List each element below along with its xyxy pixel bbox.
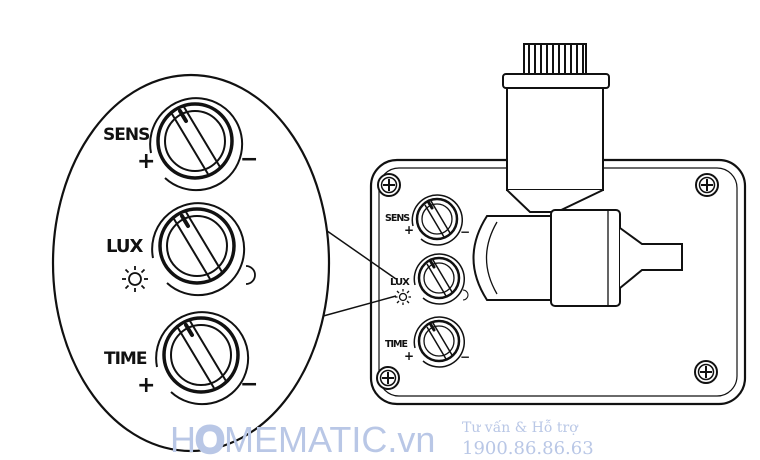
panel-time-control: TIME + − — [385, 315, 470, 369]
zoom-lux-control: LUX — [106, 201, 256, 298]
time-label: TIME — [104, 349, 147, 369]
watermark-support-text: Tư vấn & Hỗ trợ — [462, 419, 579, 436]
time-minus: − — [240, 372, 257, 397]
sens-minus: − — [240, 147, 257, 172]
sensor-head — [472, 43, 683, 307]
sun-icon — [121, 265, 149, 293]
watermark-o-ring: O — [196, 419, 224, 460]
panel-time-minus: − — [460, 350, 469, 364]
panel-sun-icon — [394, 288, 412, 306]
panel-lux-label: LUX — [390, 277, 410, 288]
time-plus: + — [137, 373, 154, 398]
watermark-brand: HOMEMATIC.vn — [170, 419, 435, 460]
panel-lux-control: LUX — [390, 252, 469, 306]
lux-label: LUX — [106, 236, 143, 257]
watermark-phone: 1900.86.86.63 — [462, 438, 594, 459]
screw-icon — [376, 366, 400, 390]
panel-sens-control: SENS + − — [385, 193, 470, 247]
panel-time-label: TIME — [385, 339, 407, 350]
watermark: HOMEMATIC.vn Tư vấn & Hỗ trợ 1900.86.86.… — [170, 417, 594, 460]
panel-sens-plus: + — [404, 223, 413, 237]
screw-icon — [377, 173, 401, 197]
zoom-sens-control: SENS + − — [103, 96, 258, 193]
panel-sens-minus: − — [460, 225, 469, 239]
sens-label: SENS — [103, 125, 149, 145]
sens-plus: + — [137, 149, 154, 174]
zoom-time-control: TIME + − — [104, 310, 258, 407]
screw-icon — [695, 173, 719, 197]
moon-icon — [245, 265, 256, 285]
panel-moon-icon — [462, 289, 469, 301]
panel-sens-label: SENS — [385, 213, 410, 224]
screw-icon — [694, 360, 718, 384]
panel-time-plus: + — [404, 349, 413, 363]
